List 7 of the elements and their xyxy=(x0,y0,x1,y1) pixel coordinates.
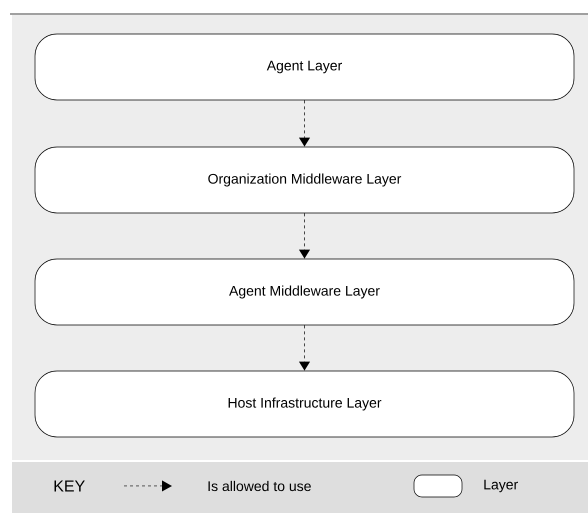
legend-text: Is allowed to use xyxy=(208,480,311,492)
layer-box: Agent Layer xyxy=(34,34,574,100)
layer-box: Host Infrastructure Layer xyxy=(34,370,574,438)
layer-box: Agent Middleware Layer xyxy=(34,258,574,326)
layer-box: Organization Middleware Layer xyxy=(34,146,574,214)
legend-text: Layer xyxy=(484,480,518,492)
key-heading: KEY xyxy=(54,480,85,492)
